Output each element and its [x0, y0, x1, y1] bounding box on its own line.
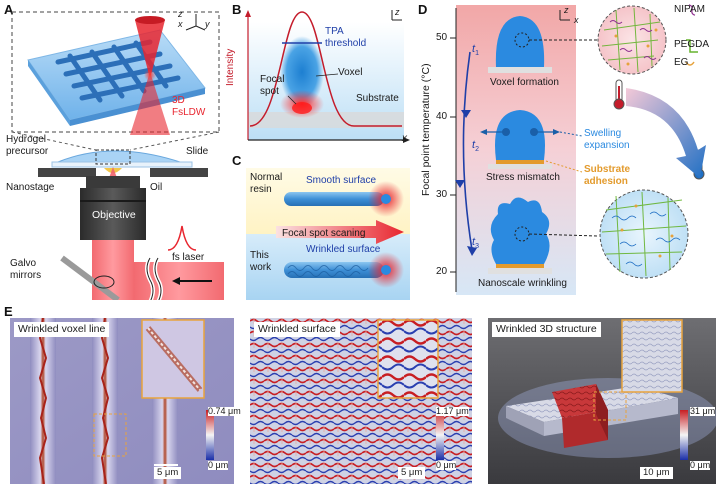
d-ylabel: Focal point temperature (°C) — [420, 63, 432, 196]
c-normal-resin-label: Normal resin — [250, 172, 283, 195]
d-tick-20: 20 — [436, 266, 448, 277]
d-t1-label: t1 — [472, 43, 479, 58]
e1-cbar-max: 0.74 μm — [208, 406, 241, 416]
d-t2-label: t2 — [472, 139, 479, 154]
a-axis-x: x — [178, 19, 183, 29]
voxel-line-2 — [92, 318, 118, 484]
d-legend-pegda: PEGDA — [674, 39, 710, 50]
legend-nipam-icon — [688, 4, 696, 16]
c-scanning-label: Focal spot scaning — [282, 228, 366, 239]
intensity-curve — [249, 11, 402, 127]
objective-lens — [80, 188, 146, 240]
e2-cbar-max: 1.17 μm — [436, 406, 469, 416]
e3-title: Wrinkled 3D structure — [492, 322, 601, 337]
cooling-arrow — [626, 88, 706, 178]
e1-cbar-min: 0 μm — [208, 460, 229, 470]
substrate-adhesion-bar — [496, 159, 544, 164]
a-nanostage-label: Nanostage — [6, 182, 55, 193]
legend-eg-icon — [685, 61, 695, 66]
panel-letter-c: C — [232, 153, 242, 168]
a-slide-label: Slide — [186, 146, 209, 157]
e3-cbar-max: 31 μm — [690, 406, 716, 416]
panel-letter-b: B — [232, 2, 242, 17]
panel-a-setup-diagram — [11, 11, 224, 300]
stress-mismatch-shape — [495, 110, 545, 160]
inset-axes — [185, 14, 206, 31]
d-t3-label: t3 — [472, 236, 479, 251]
c-wrinkled-label: Wrinkled surface — [306, 244, 381, 255]
d-legend-eg: EG — [674, 57, 689, 68]
voxel-formation-shape — [495, 16, 545, 67]
b-axis-z: z — [395, 7, 400, 17]
e2-colorbar — [436, 410, 444, 460]
d-tick-40: 40 — [436, 111, 448, 122]
hydrogel-drop — [57, 150, 181, 163]
d-axis-z: z — [564, 5, 569, 15]
smooth-rod — [284, 192, 384, 206]
d-tick-50: 50 — [436, 32, 448, 43]
a-method-label: 3D FsLDW — [172, 95, 206, 118]
a-axis-y: y — [205, 19, 210, 29]
scan-arrow — [276, 220, 404, 244]
thermometer-hot-icon — [613, 79, 625, 110]
e1-voxel-line-image — [10, 318, 234, 484]
e1-colorbar — [206, 410, 214, 460]
e2-surface-image — [250, 318, 472, 484]
e1-scalebar: 5 μm — [154, 467, 182, 479]
e1-title: Wrinkled voxel line — [14, 322, 110, 337]
panel-letter-d: D — [418, 2, 428, 17]
c-this-work-label: This work — [250, 250, 272, 273]
d-tick-30: 30 — [436, 189, 448, 200]
e3-scalebar: 10 μm — [640, 467, 673, 479]
panel-letter-a: A — [4, 2, 14, 17]
d-voxel-formation-label: Voxel formation — [490, 77, 559, 88]
e2-cbar-min: 0 μm — [436, 460, 457, 470]
inset-box — [11, 11, 220, 133]
beam-vertical — [92, 240, 134, 270]
d-stress-mismatch-label: Stress mismatch — [486, 172, 560, 183]
b-ylabel: Intensity — [225, 48, 236, 86]
panel-d-mechanism-diagram — [450, 4, 706, 295]
a-oil-label: Oil — [150, 182, 163, 193]
e3-colorbar — [680, 410, 688, 460]
laser-cone-top — [135, 20, 165, 75]
d-legend-nipam: NIPAM — [674, 4, 705, 15]
nanostage-right — [150, 168, 208, 177]
e2-scalebar: 5 μm — [398, 467, 426, 479]
a-fs-laser-label: fs laser — [172, 252, 205, 263]
e2-title: Wrinkled surface — [254, 322, 341, 337]
structure-block-front — [562, 410, 608, 448]
d-swelling-label: Swelling expansion — [584, 128, 630, 151]
c-smooth-label: Smooth surface — [306, 175, 377, 186]
a-galvo-label: Galvo mirrors — [10, 258, 42, 281]
d-wrinkling-label: Nanoscale wrinkling — [478, 278, 567, 289]
e3-3d-structure-image — [488, 318, 716, 484]
a-axis-z: z — [178, 9, 183, 19]
e3-inset — [621, 319, 683, 393]
b-axis-x: x — [402, 133, 407, 144]
voxel-shape — [280, 36, 324, 108]
panel-c-scanning-diagram — [246, 168, 410, 300]
fs-pulse-icon — [167, 225, 197, 251]
legend-pegda-icon — [686, 39, 698, 53]
b-tpa-label: TPA threshold — [325, 26, 367, 49]
d-axis-x: x — [574, 15, 579, 25]
e3-cbar-min: 0 μm — [690, 460, 711, 470]
panel-letter-e: E — [4, 304, 13, 319]
substrate-layer — [248, 112, 404, 128]
e2-inset — [377, 319, 439, 399]
panel-b-intensity-diagram — [245, 10, 410, 143]
d-adhesion-label: Substrate adhesion — [584, 164, 631, 187]
b-voxel-label: Voxel — [338, 67, 363, 78]
nanostage-left — [38, 168, 96, 177]
wrinkled-voxel-shape — [490, 197, 550, 264]
b-focal-label: Focal spot — [260, 74, 285, 97]
a-hydrogel-label: Hydrogel precursor — [6, 134, 49, 157]
time-arrow — [462, 51, 473, 251]
b-substrate-label: Substrate — [356, 93, 399, 104]
galvo-mirror — [60, 255, 120, 300]
voxel-line-1 — [30, 318, 56, 484]
laser-cone-bottom — [130, 75, 170, 135]
a-objective-label: Objective — [92, 209, 136, 221]
